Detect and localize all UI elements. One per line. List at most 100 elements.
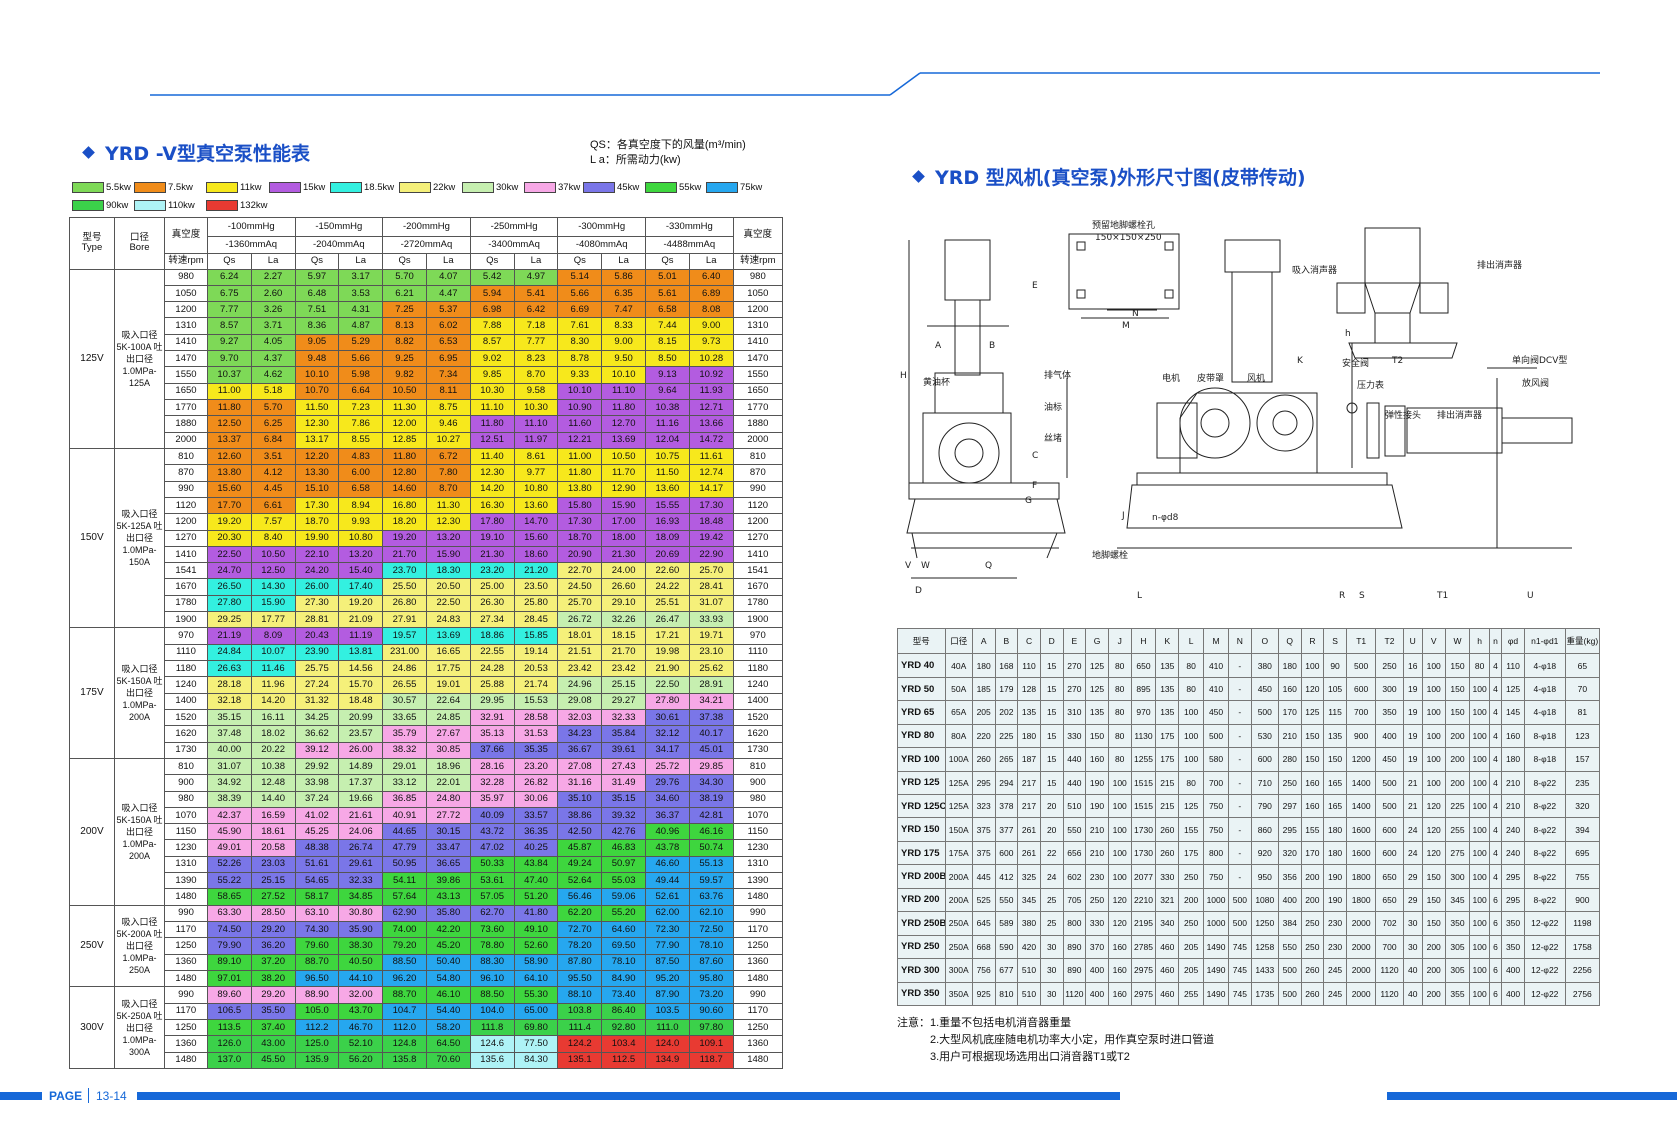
dim-cell: 384 [1277,911,1302,936]
qs-cell: 54.11 [382,872,427,890]
dim-model-cell: YRD 80 [897,723,946,749]
rpm-cell: 810 [164,757,208,776]
label-hole: n-φd8 [1152,513,1179,523]
legend-swatch [706,181,738,193]
la-cell: 18.60 [513,545,559,564]
model-cell: 200V [69,757,115,906]
dim-cell: 920 [1250,840,1279,866]
dim-cell: 240 [1501,840,1525,866]
dim-cell: 355 [1444,981,1471,1007]
dim-cell: 100 [1421,747,1446,772]
dim-model-cell: YRD 250B [897,911,946,936]
qs-cell: 23.42 [557,660,603,678]
dim-cell: 150 [1085,723,1109,749]
dimension-letter: F [1032,481,1037,491]
dim-cell: 677 [994,958,1019,983]
legend-swatch [134,199,166,211]
la-cell: 18.02 [250,725,296,743]
dim-cell: 270 [1062,676,1087,702]
qs-cell: 26.63 [206,660,252,678]
qs-cell: 87.90 [645,986,690,1004]
dim-cell: 205 [1178,934,1205,960]
dim-cell: 15 [1039,653,1064,678]
dim-cell: 175 [1155,723,1180,749]
qs-cell: 24.22 [645,578,690,596]
qs-cell: 43.78 [645,839,690,857]
la-cell: 17.77 [250,611,296,629]
qs-cell: 103.5 [645,1002,690,1020]
la-cell: 40.25 [513,839,559,857]
dim-cell: 179 [994,676,1019,702]
dim-cell: 1130 [1130,723,1157,749]
la-cell: 29.20 [250,921,296,939]
rpm-cell-right: 1400 [732,692,784,710]
dim-cell: 450 [1375,747,1404,772]
qs-cell: 7.77 [206,301,252,319]
dim-cell: 1400 [1345,794,1377,819]
rpm-cell: 1360 [164,1035,208,1053]
la-cell: 30.85 [425,741,471,759]
dim-cell: 1120 [1062,981,1087,1007]
dim-cell: 460 [1155,934,1180,960]
qs-cell: 50.33 [469,855,515,874]
qs-cell: 22.70 [557,562,603,580]
legend-label: 90kw [106,199,129,211]
page-bar-left [0,1092,42,1100]
qs-cell: 34.17 [645,741,690,759]
dim-cell: 15 [1039,700,1064,725]
qs-cell: 19.90 [294,529,340,547]
la-cell: 20.53 [513,660,559,678]
dim-cell: 6 [1488,934,1503,960]
qs-cell: 74.50 [206,921,252,939]
rpm-cell: 870 [164,464,208,482]
la-cell: 27.43 [601,757,646,776]
rpm-cell-right: 1390 [732,872,784,890]
qs-cell: 12.21 [557,431,603,449]
dim-header-cell: H [1130,627,1157,655]
dim-cell: 750 [1203,864,1230,889]
dim-cell: 160 [1277,676,1302,702]
qs-cell: 12.80 [382,464,427,482]
qs-cell: 10.38 [645,399,690,417]
qs-cell: 11.30 [382,399,427,417]
rpm-cell: 2000 [164,431,208,449]
la-cell: 42.81 [688,806,734,825]
dim-cell: 175 [1155,747,1180,772]
qs-cell: 11.00 [557,447,603,466]
dim-header-cell: 口径 [944,627,973,655]
qs-cell: 74.00 [382,921,427,939]
dim-cell: 4 [1488,864,1503,889]
dim-cell: 29 [1402,887,1423,913]
dim-cell: 400 [1277,887,1302,913]
qs-cell: 8.78 [557,350,603,368]
qs-cell: 10.37 [206,366,252,384]
dimension-letter: J [1121,511,1125,521]
la-cell: 8.40 [250,529,296,547]
rpm-cell-right: 1650 [732,382,784,401]
dim-cell: 510 [1062,794,1087,819]
qs-cell: 35.79 [382,725,427,743]
dim-model-cell: YRD 200 [897,887,946,913]
la-cell: 16.65 [425,643,471,662]
dim-header-cell: T2 [1375,627,1404,655]
la-cell: 11.46 [250,660,296,678]
la-cell: 2.60 [250,284,296,303]
rpm-cell-right: 1620 [732,725,784,743]
dim-cell: 4 [1488,723,1503,749]
la-cell: 6.40 [688,268,734,286]
legend-label: 18.5kw [364,181,395,193]
rpm-cell: 810 [164,447,208,466]
qs-cell: 96.50 [294,969,340,988]
qs-cell: 28.81 [294,611,340,629]
dim-cell: 250 [1300,934,1325,960]
dim-cell: 702 [1375,911,1404,936]
dim-cell: 125 [1501,676,1525,702]
la-cell: 13.81 [338,643,384,662]
la-cell: 14.17 [688,480,734,498]
